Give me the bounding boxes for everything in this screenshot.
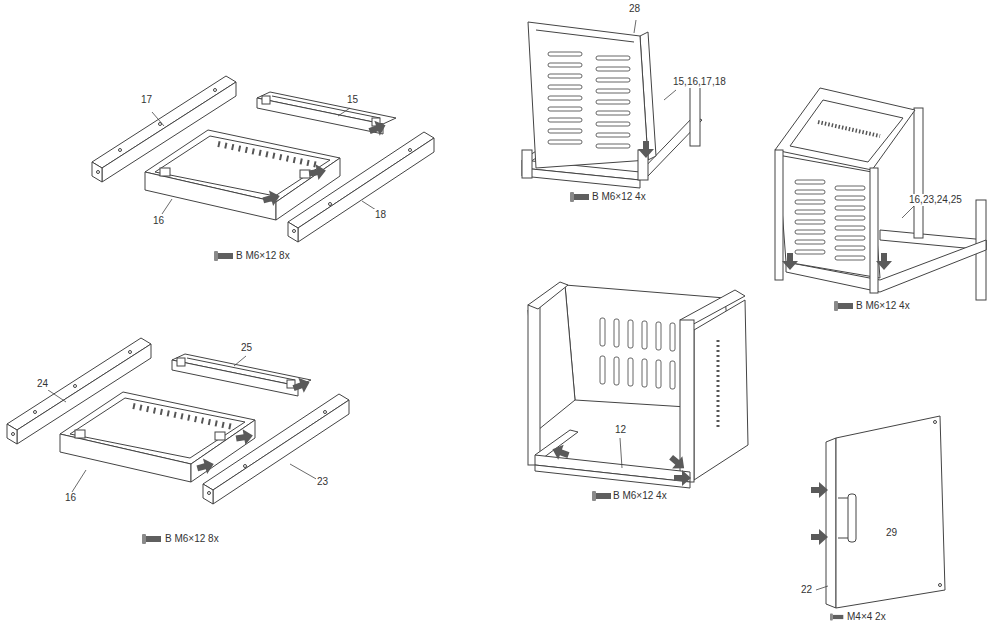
fastener-note: B M6×12 4x: [855, 300, 911, 312]
fastener-note: M4×4 2x: [846, 611, 887, 623]
callout-number: 29: [885, 527, 898, 539]
callout-number: 23: [316, 476, 329, 488]
fastener-note: B M6×12 4x: [612, 490, 668, 502]
callout-number: 24: [36, 378, 49, 390]
callout-number: 25: [240, 342, 253, 354]
callout-number: 18: [374, 209, 387, 221]
fastener-note: B M6×12 8x: [235, 250, 291, 262]
callout-number: 17: [140, 94, 153, 106]
callout-number: 15: [346, 94, 359, 106]
fastener-note: B M6×12 4x: [591, 191, 647, 203]
callout-number: 22: [800, 584, 813, 596]
callout-number: 15,16,17,18: [672, 76, 727, 88]
callout-number: 16,23,24,25: [908, 194, 963, 206]
callout-number: 16: [152, 215, 165, 227]
callout-number: 16: [64, 492, 77, 504]
fastener-note: B M6×12 8x: [164, 533, 220, 545]
callout-number: 28: [628, 3, 641, 15]
callout-number: 12: [614, 424, 627, 436]
